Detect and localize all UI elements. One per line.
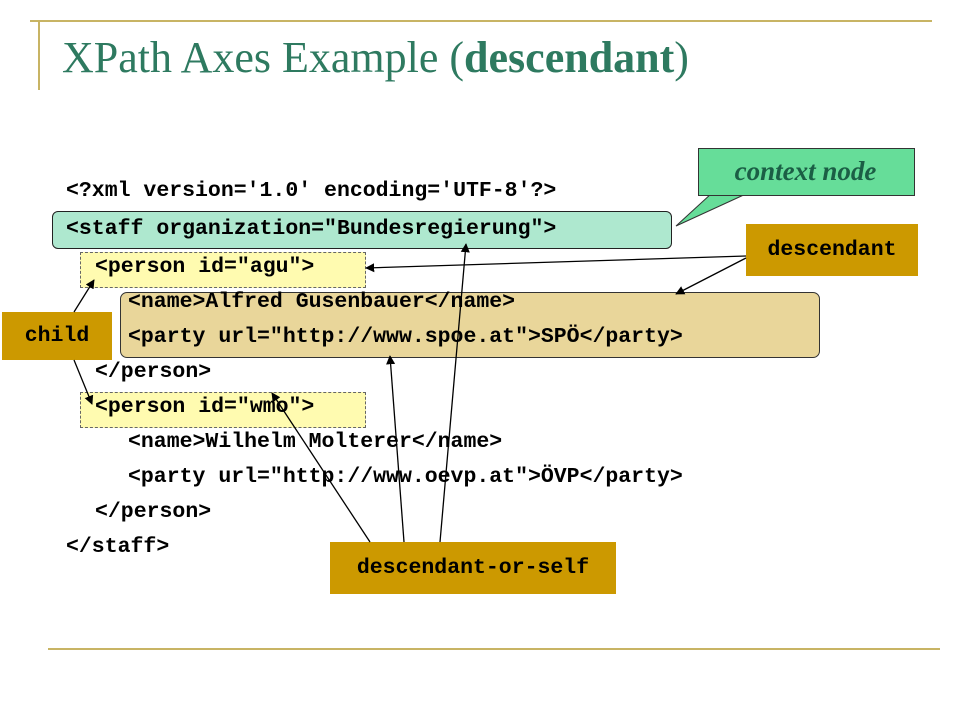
- code-line-name-wilhelm: <name>Wilhelm Molterer</name>: [128, 430, 503, 454]
- arrow-child-to-person-agu: [73, 279, 95, 313]
- code-line-xml-decl: <?xml version='1.0' encoding='UTF-8'?>: [66, 179, 557, 203]
- context-node-label: context node: [734, 155, 877, 186]
- code-line-party-oevp: <party url="http://www.oevp.at">ÖVP</par…: [128, 465, 683, 489]
- code-line-party-spoe: <party url="http://www.spoe.at">SPÖ</par…: [128, 325, 683, 349]
- descendant-or-self-label: descendant-or-self: [330, 542, 616, 594]
- descendant-label: descendant: [746, 224, 918, 276]
- title-bold: descendant: [464, 33, 675, 82]
- code-line-person-agu-close: </person>: [95, 360, 212, 384]
- person-wmo-highlight: [80, 392, 366, 428]
- arrow-descendant-to-name: [675, 257, 747, 295]
- frame-top-line: [30, 20, 932, 22]
- code-line-person-wmo-close: </person>: [95, 500, 212, 524]
- arrow-dos-to-staff: [439, 243, 470, 543]
- child-label: child: [2, 312, 112, 360]
- person-agu-highlight: [80, 252, 366, 288]
- code-line-person-agu-open: <person id="agu">: [95, 255, 315, 279]
- context-node-box: [698, 148, 915, 196]
- code-line-staff-open: <staff organization="Bundesregierung">: [66, 217, 557, 241]
- arrow-descendant-to-person: [365, 255, 747, 273]
- frame-bottom-line: [48, 648, 940, 650]
- arrow-dos-to-person: [271, 392, 371, 543]
- staff-highlight: [52, 211, 672, 249]
- title-prefix: XPath Axes Example (: [62, 33, 465, 82]
- arrow-dos-to-party: [386, 355, 405, 543]
- frame-left-line: [38, 20, 40, 90]
- code-line-staff-close: </staff>: [66, 535, 170, 559]
- descendant-highlight: [120, 292, 820, 358]
- page-title: XPath Axes Example (descendant): [62, 36, 689, 80]
- title-suffix: ): [674, 33, 689, 82]
- arrow-child-to-person-wmo: [73, 359, 94, 405]
